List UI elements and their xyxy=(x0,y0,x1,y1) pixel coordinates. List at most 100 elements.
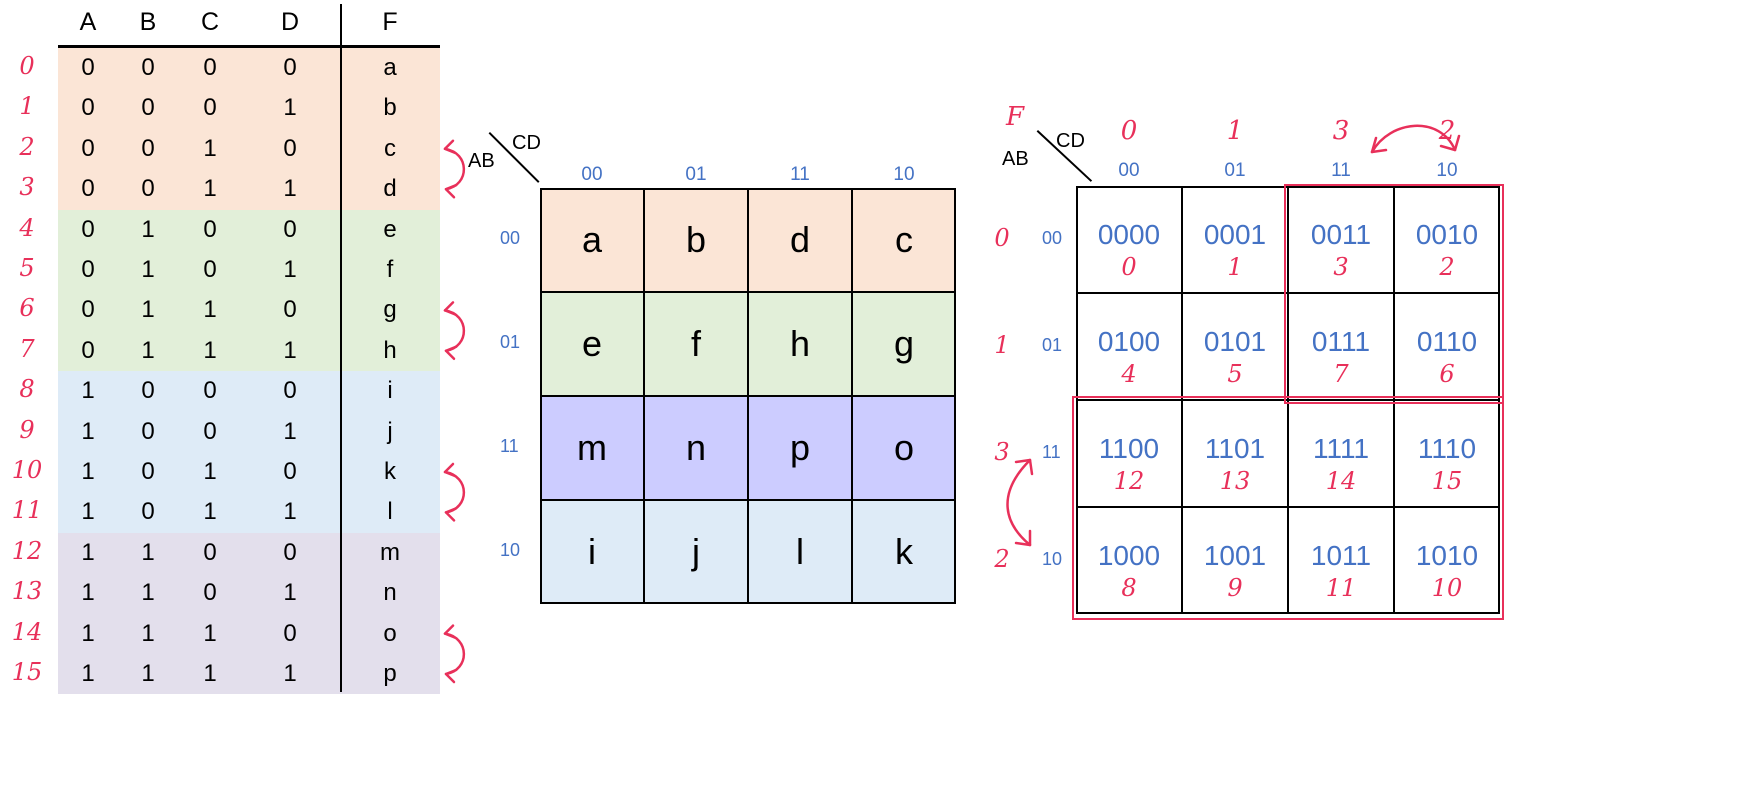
kmap-border xyxy=(540,188,956,604)
table-cell: 0 xyxy=(283,377,297,405)
table-cell: 1 xyxy=(283,336,297,364)
table-cell: 1 xyxy=(81,619,95,647)
kmap-cell-value: l xyxy=(796,531,804,572)
table-cell: 0 xyxy=(141,94,155,122)
kmap-cell-code: 0111 xyxy=(1311,326,1371,357)
kmap-cell-value: p xyxy=(789,427,811,468)
table-cell: h xyxy=(383,336,397,364)
kmap-cell-index-annotation: 2 xyxy=(1439,253,1455,281)
table-cell: 1 xyxy=(203,296,217,324)
table-cell: 1 xyxy=(283,417,297,445)
kmap-cell: m xyxy=(540,396,644,500)
kmap-cell-value: b xyxy=(685,219,707,260)
row-index-annotation: 13 xyxy=(11,577,43,606)
table-cell: 1 xyxy=(141,660,155,687)
table-cell: 0 xyxy=(283,215,297,243)
table-cell: 1 xyxy=(81,377,95,405)
kmap-cell: c xyxy=(852,188,956,292)
kmap-cell-index-annotation: 0 xyxy=(1121,253,1137,281)
kmap-cell-index-annotation: 15 xyxy=(1431,467,1463,495)
table-cell: b xyxy=(383,94,397,122)
kmap-cell-code: 0010 xyxy=(1415,219,1479,250)
table-cell: 0 xyxy=(203,579,217,607)
table-cell: 0 xyxy=(81,175,95,203)
row-index-annotation: 5 xyxy=(19,254,35,282)
kmap-cell: g xyxy=(852,292,956,396)
table-cell: 1 xyxy=(283,175,297,203)
row-index-annotation: 11 xyxy=(11,496,43,525)
function-label-annotation: F xyxy=(1006,102,1025,132)
kmap-cell-index-annotation: 7 xyxy=(1333,360,1349,388)
column-variable-label: CD xyxy=(1056,130,1085,152)
row-index-annotation: 7 xyxy=(19,334,35,363)
kmap-cell: k xyxy=(852,500,956,604)
table-cell: c xyxy=(384,134,396,162)
table-cell: 0 xyxy=(283,134,297,162)
kmap-cell-index-annotation: 4 xyxy=(1121,360,1137,388)
table-cell: 1 xyxy=(81,458,95,485)
row-band xyxy=(58,371,440,533)
table-cell: 1 xyxy=(203,619,217,647)
kmap-cell-code: 1011 xyxy=(1310,540,1372,571)
kmap-cell-value: i xyxy=(588,531,596,572)
kmap-cell-value: g xyxy=(893,323,915,364)
row-index-annotation: 12 xyxy=(11,536,43,565)
column-gray-annotation: 2 xyxy=(1438,116,1456,146)
row-index-annotation: 2 xyxy=(19,132,35,161)
row-gray-annotation: 1 xyxy=(994,331,1010,359)
table-cell: 1 xyxy=(203,336,217,364)
kmap-cell: i xyxy=(540,500,644,604)
row-header: 01 xyxy=(1042,335,1063,355)
table-cell: g xyxy=(383,296,397,324)
table-cell: 1 xyxy=(141,215,155,243)
table-cell: 0 xyxy=(203,417,217,445)
row-header: 00 xyxy=(500,228,521,248)
table-cell: 0 xyxy=(81,94,95,122)
table-cell: 0 xyxy=(203,538,217,566)
kmap-cell-index-annotation: 9 xyxy=(1227,574,1243,602)
table-cell: 1 xyxy=(141,619,155,647)
header-rule xyxy=(58,45,440,48)
kmap-cell-value: m xyxy=(577,427,607,468)
row-header: 11 xyxy=(500,436,519,456)
kmap-cell: l xyxy=(748,500,852,604)
table-cell: 1 xyxy=(141,336,155,364)
table-cell: 1 xyxy=(203,134,217,162)
table-cell: 1 xyxy=(141,296,155,324)
table-cell: 0 xyxy=(203,377,217,405)
table-cell: 0 xyxy=(141,377,155,405)
kmap-cell: 0010 2 xyxy=(1394,186,1500,293)
kmap-cell-value: n xyxy=(685,427,707,468)
table-cell: 0 xyxy=(283,296,297,324)
kmap-cell-index-annotation: 1 xyxy=(1227,253,1243,281)
kmap-cell-code: 0000 xyxy=(1097,219,1161,250)
column-header: 00 xyxy=(581,164,603,185)
table-cell: 1 xyxy=(141,579,155,607)
table-cell: 0 xyxy=(81,215,95,243)
kmap-cell-value: c xyxy=(895,219,913,260)
row-index-annotation: 6 xyxy=(19,294,35,323)
table-cell: 0 xyxy=(141,134,155,162)
column-variable-label: CD xyxy=(512,132,541,154)
table-cell: 1 xyxy=(283,579,297,607)
table-cell: 0 xyxy=(141,54,155,81)
row-index-annotation: 1 xyxy=(19,92,35,121)
table-cell: 1 xyxy=(203,175,217,203)
kmap-cell-value: a xyxy=(581,219,603,260)
row-band xyxy=(58,209,440,372)
table-cell: 0 xyxy=(283,54,297,81)
table-cell: i xyxy=(387,377,393,405)
